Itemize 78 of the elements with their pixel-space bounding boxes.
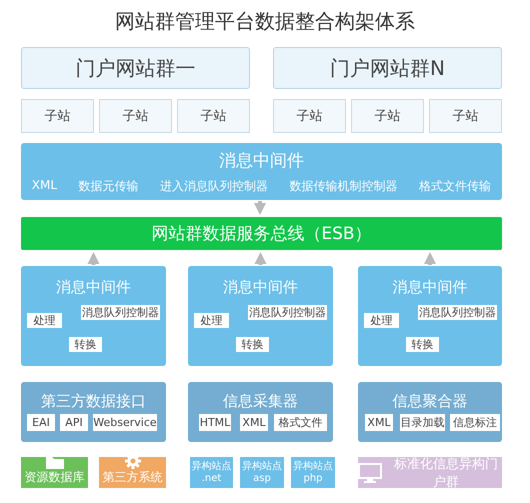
module-box <box>188 382 333 442</box>
source-box <box>21 457 88 488</box>
middleware-box <box>188 266 333 366</box>
arrow <box>254 252 266 265</box>
item-tag <box>236 337 269 352</box>
box-label: 消息中间件 <box>56 278 131 297</box>
band-item-text: 进入消息队列控制器 <box>160 178 268 195</box>
box-label: 信息标注 <box>453 415 497 430</box>
portal-box <box>273 47 502 89</box>
middleware-box <box>358 266 502 366</box>
item-tag <box>69 337 102 352</box>
substation-box <box>273 99 346 133</box>
box-label: 子站 <box>374 108 400 125</box>
box-label: 转换 <box>242 337 264 352</box>
box-label: 门户网站群N <box>330 54 445 82</box>
item-tag <box>364 313 399 328</box>
box-label: 第三方数据接口 <box>41 392 146 411</box>
substation-box <box>99 99 172 133</box>
box-label: 第三方系统 <box>102 469 162 486</box>
box-label: 子站 <box>452 108 478 125</box>
box-label: 处理 <box>34 313 56 328</box>
substation-box <box>351 99 424 133</box>
box-label: 子站 <box>296 108 322 125</box>
box-label: 异构站点 asp <box>241 460 283 484</box>
box-label: 网站群数据服务总线（ESB） <box>151 223 372 245</box>
diagram-title: 网站群管理平台数据整合构架体系 <box>114 8 416 35</box>
box-label: 转换 <box>412 337 434 352</box>
box-label: Webservice <box>93 416 157 429</box>
band-title: 消息中间件 <box>219 150 304 172</box>
item-tag <box>450 414 500 431</box>
item-tag <box>406 337 439 352</box>
item-tag <box>274 414 327 431</box>
box-label: 异构站点 php <box>292 460 334 484</box>
box-label: 消息队列控制器 <box>419 305 496 320</box>
box-label: 资源数据库 <box>24 469 84 486</box>
box-label: 信息采集器 <box>223 392 298 411</box>
arrow <box>254 201 266 215</box>
band-item-text: 格式文件传输 <box>419 178 492 195</box>
box-label: 子站 <box>200 108 226 125</box>
box-label: 信息聚合器 <box>392 392 468 411</box>
substation-box <box>429 99 502 133</box>
box-label: 异构站点 .net <box>190 460 232 484</box>
substation-box <box>21 99 94 133</box>
band-item-text: 数据元传输 <box>78 178 139 195</box>
box-label: XML <box>242 416 266 429</box>
box-label: 标准化信息异构门户群 <box>393 456 499 490</box>
box-label: XML <box>367 416 391 429</box>
arrow <box>424 252 436 265</box>
arrow <box>88 252 100 265</box>
item-tag <box>194 313 229 328</box>
box-label: 子站 <box>122 108 148 125</box>
box-label: 门户网站群一 <box>76 54 196 82</box>
item-tag <box>27 414 55 431</box>
middleware-box <box>21 266 166 366</box>
portal-box <box>21 47 250 89</box>
item-tag <box>27 313 62 328</box>
box-label: HTML <box>200 416 230 429</box>
bus-bar <box>21 217 502 250</box>
band-item-text: 数据传输机制控制器 <box>290 178 398 195</box>
box-label: EAI <box>32 416 50 429</box>
box-label: 消息队列控制器 <box>249 305 326 320</box>
box-label: 子站 <box>44 108 70 125</box>
substation-box <box>177 99 250 133</box>
box-label: 消息中间件 <box>392 278 468 297</box>
box-label: 格式文件 <box>278 415 322 430</box>
band-item-text: XML <box>32 178 58 194</box>
box-label: 处理 <box>200 313 222 328</box>
item-tag <box>60 414 88 431</box>
module-box <box>21 382 166 442</box>
box-label: 消息队列控制器 <box>82 305 159 320</box>
module-box <box>358 382 502 442</box>
portal-group-box <box>358 457 502 488</box>
box-label: 消息中间件 <box>223 278 298 297</box>
box-label: API <box>65 416 83 429</box>
box-label: 目录加载 <box>400 415 444 430</box>
middleware-band <box>21 143 502 200</box>
box-label: 处理 <box>370 313 392 328</box>
box-label: 转换 <box>74 337 96 352</box>
